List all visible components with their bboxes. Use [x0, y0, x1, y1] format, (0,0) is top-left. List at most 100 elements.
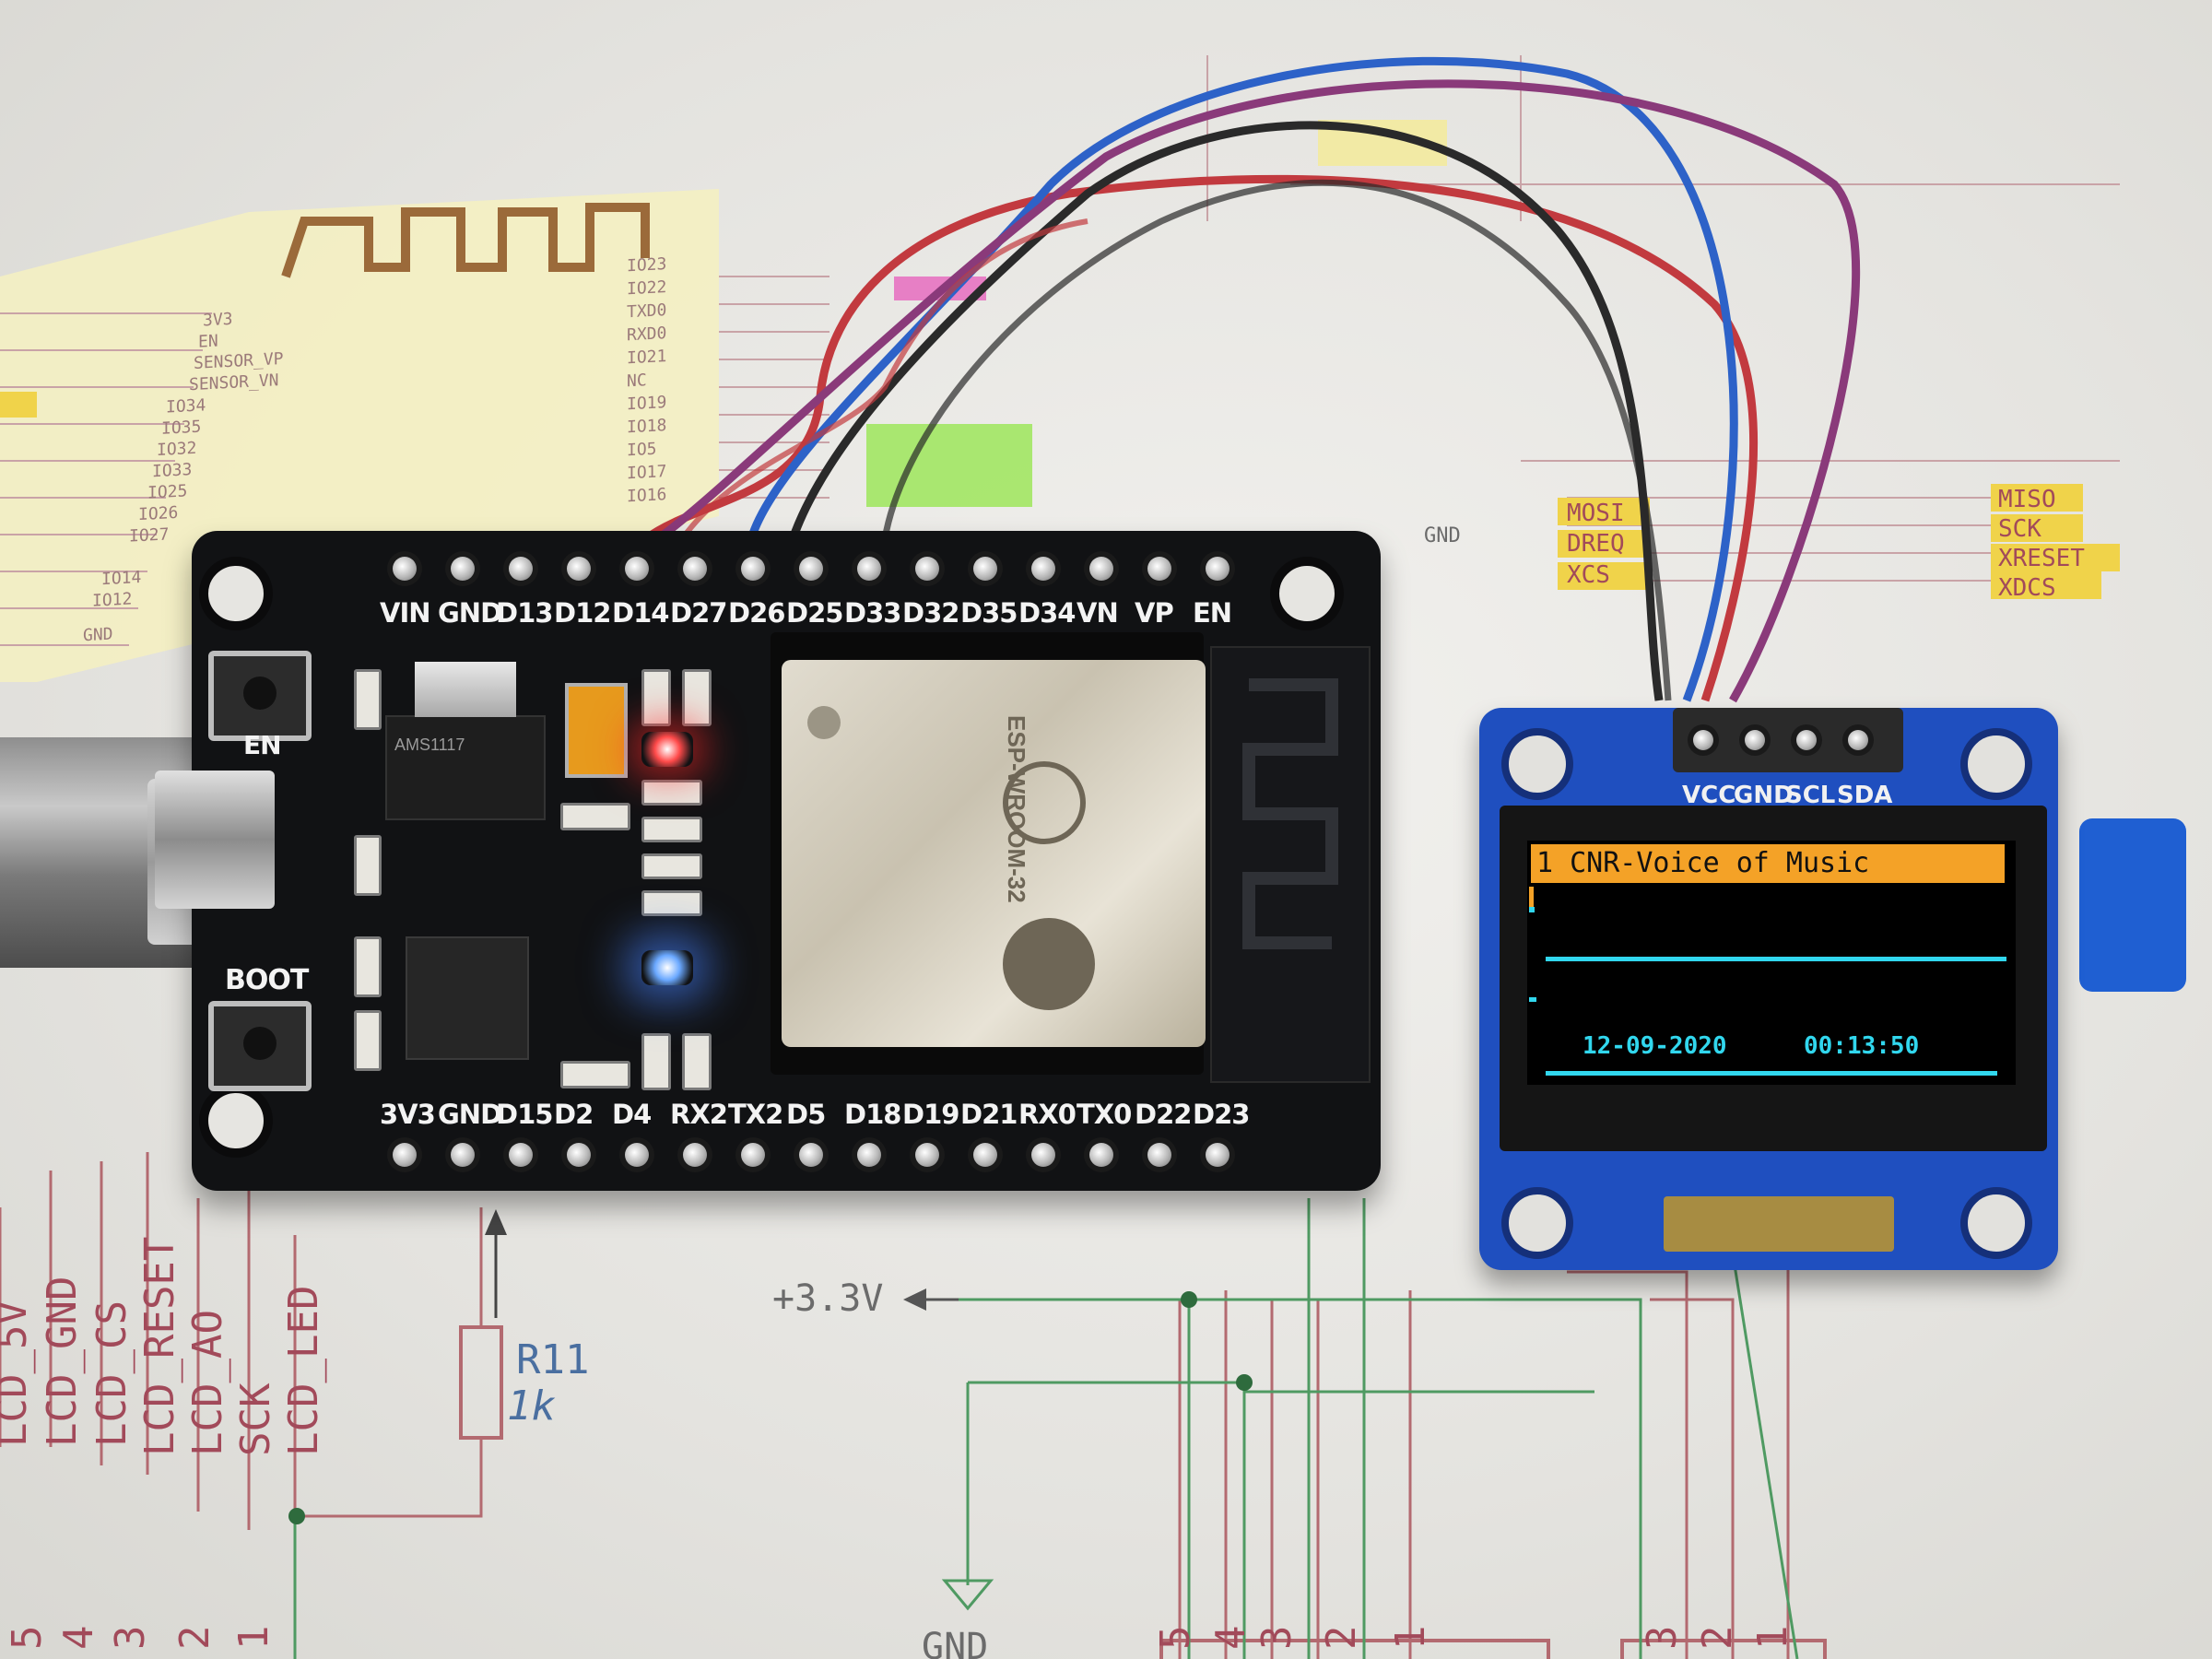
bottom-pin-label: D22: [1135, 1099, 1192, 1130]
oled-pin: [1796, 730, 1817, 750]
module-pin: IO18: [627, 416, 666, 437]
title-cursor: [1529, 887, 1534, 907]
pin-number: 3: [107, 1626, 154, 1651]
top-pin-label: D32: [902, 597, 959, 629]
top-pin-label: D35: [960, 597, 1018, 629]
header-pin: [567, 557, 591, 581]
pin1-dot: [807, 706, 841, 739]
pin-numbers-left: 5 4 3 2 1: [4, 1626, 277, 1651]
date-text: 12-09-2020: [1583, 1032, 1727, 1060]
header-pin: [973, 1143, 997, 1167]
bottom-pin-label: D19: [902, 1099, 959, 1130]
boot-button-label: BOOT: [225, 964, 309, 996]
header-pin: [1089, 557, 1113, 581]
header-pin: [451, 557, 475, 581]
top-pin-label: D34: [1018, 597, 1076, 629]
module-pin: IO33: [152, 460, 192, 481]
tantalum-capacitor: [565, 683, 628, 778]
bottom-pin-label: D4: [612, 1099, 652, 1130]
module-pin-names: 3V3 EN SENSOR_VP SENSOR_VN IO34 IO35 IO3…: [83, 254, 666, 645]
oled-pin: [1745, 730, 1765, 750]
top-pin-label: EN: [1193, 597, 1232, 629]
header-pin: [683, 1143, 707, 1167]
en-button-cap: [243, 677, 276, 710]
module-pin: SENSOR_VP: [194, 349, 284, 373]
regulator-marking: AMS1117: [394, 735, 465, 754]
pin-numbers-right: 3 2 1: [1639, 1626, 1796, 1651]
en-button[interactable]: [208, 651, 312, 741]
pin-number: 1: [230, 1626, 277, 1651]
bottom-pin-label: D15: [496, 1099, 553, 1130]
bottom-pin-label: TX2: [728, 1099, 783, 1130]
lcd-label: LCD_CS: [88, 1300, 135, 1447]
pin-number: 3: [1639, 1626, 1686, 1651]
smd-resistor: [354, 669, 382, 730]
header-pin: [1031, 557, 1055, 581]
mount-hole: [1501, 728, 1573, 800]
status-led: [641, 950, 693, 985]
module-pin: IO12: [92, 589, 132, 610]
station-title: 1 CNR-Voice of Music: [1531, 844, 2005, 883]
header-pin: [973, 557, 997, 581]
header-pin: [741, 1143, 765, 1167]
header-pin: [799, 557, 823, 581]
header-pin: [625, 557, 649, 581]
progress-line: [1546, 957, 2006, 961]
pin-number: 3: [1253, 1626, 1300, 1651]
header-pin: [915, 1143, 939, 1167]
tag-dreq: DREQ: [1567, 530, 1625, 558]
lcd-label: LCD_RESET: [136, 1237, 183, 1456]
pin-number: 2: [171, 1626, 218, 1651]
time-text: 00:13:50: [1804, 1032, 1920, 1060]
tag-miso: MISO: [1998, 486, 2056, 513]
mount-hole: [1501, 1187, 1573, 1259]
regulator-tab: [415, 662, 516, 717]
header-pin: [1147, 557, 1171, 581]
smd-resistor: [641, 780, 702, 806]
bottom-pin-label: D18: [844, 1099, 901, 1130]
top-pin-label: VIN: [380, 597, 431, 629]
resistor-name: R11: [516, 1336, 589, 1383]
top-pin-label: D13: [496, 597, 553, 629]
pcb-antenna: [1210, 646, 1371, 1083]
boot-button-cap: [243, 1027, 276, 1060]
top-pin-label: D33: [844, 597, 901, 629]
cert-mark-icon: [1003, 761, 1086, 844]
pin-number: 1: [1749, 1626, 1796, 1651]
module-pin: IO35: [161, 418, 201, 439]
oled-screen: 1 CNR-Voice of Music 12-09-2020 00:13:50: [1527, 841, 2016, 1085]
mount-hole: [199, 557, 273, 630]
module-pin: GND: [83, 625, 112, 646]
header-pin: [915, 557, 939, 581]
header-pin: [741, 557, 765, 581]
tag-sck: SCK: [1998, 515, 2041, 543]
boot-button[interactable]: [208, 1001, 312, 1091]
module-pin: IO23: [627, 254, 666, 276]
bottom-pin-label: D23: [1193, 1099, 1250, 1130]
header-pin: [1206, 557, 1230, 581]
bottom-pin-label: D2: [554, 1099, 594, 1130]
lcd-label: LCD_LED: [280, 1286, 327, 1456]
smd-resistor: [682, 669, 712, 726]
header-pin: [509, 557, 533, 581]
micro-usb-port[interactable]: [155, 771, 275, 909]
module-pin: IO27: [129, 524, 169, 546]
top-pin-label: D14: [612, 597, 669, 629]
rf-shield: ESP-WROOM-32: [782, 660, 1206, 1047]
smd-resistor: [641, 1033, 671, 1090]
tag-mosi: MOSI: [1567, 500, 1625, 527]
pin-number: 4: [1207, 1626, 1254, 1651]
top-pin-label: VN: [1077, 597, 1119, 629]
pixel-marker: [1529, 997, 1536, 1002]
voltage-regulator: AMS1117: [385, 662, 546, 820]
module-pin: IO25: [147, 481, 187, 502]
header-pin: [393, 557, 417, 581]
flex-cable: [1664, 1196, 1894, 1252]
pin-number: 2: [1694, 1626, 1741, 1651]
power-led: [641, 732, 693, 767]
header-pin: [509, 1143, 533, 1167]
module-pin: RXD0: [627, 324, 666, 345]
bottom-pin-label: TX0: [1077, 1099, 1132, 1130]
